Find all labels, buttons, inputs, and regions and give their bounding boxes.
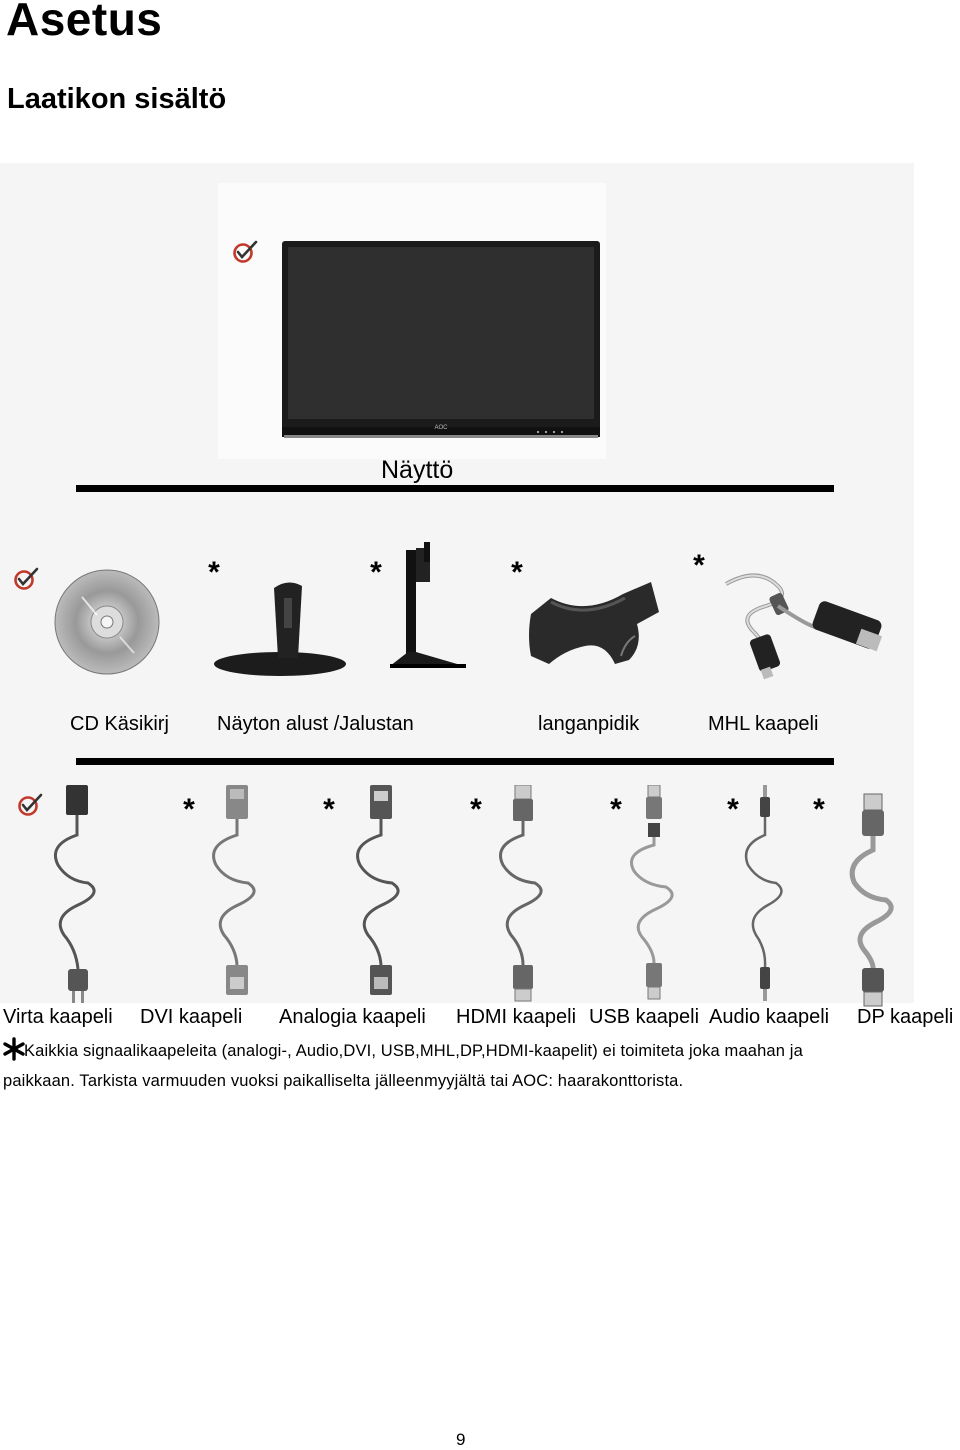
height-adjust-stand-image bbox=[390, 540, 470, 670]
asterisk-icon: * bbox=[688, 553, 710, 575]
usb-cable-label: USB kaapeli bbox=[589, 1006, 700, 1028]
svg-text:*: * bbox=[813, 797, 825, 819]
asterisk-icon: * bbox=[178, 797, 200, 819]
mhl-cable-label: MHL kaapeli bbox=[708, 713, 819, 735]
asterisk-icon: * bbox=[465, 797, 487, 819]
dp-cable-label: DP kaapeli bbox=[857, 1006, 954, 1028]
audio-cable-image bbox=[736, 785, 796, 1005]
asterisk-icon: * bbox=[808, 797, 830, 819]
cable-holder-image bbox=[525, 576, 665, 672]
svg-text:*: * bbox=[727, 797, 739, 819]
check-circle-icon bbox=[232, 240, 258, 264]
page-number: 9 bbox=[456, 1430, 466, 1449]
monitor-logo: AOC bbox=[434, 425, 448, 431]
svg-text:*: * bbox=[511, 560, 523, 582]
cd-manual-label: CD Käsikirj bbox=[70, 713, 169, 735]
section-title: Laatikon sisältö bbox=[7, 83, 227, 115]
divider bbox=[76, 485, 834, 492]
divider bbox=[76, 758, 834, 765]
power-cable-label: Virta kaapeli bbox=[3, 1006, 113, 1028]
asterisk-icon: * bbox=[318, 797, 340, 819]
cd-disc-image bbox=[52, 567, 162, 677]
dvi-cable-label: DVI kaapeli bbox=[140, 1006, 243, 1028]
note-text-line-1: Kaikkia signaalikaapeleita (analogi-, Au… bbox=[24, 1042, 803, 1060]
svg-text:*: * bbox=[183, 797, 195, 819]
monitor-label: Näyttö bbox=[381, 456, 454, 484]
check-circle-icon bbox=[13, 567, 39, 591]
svg-text:*: * bbox=[208, 560, 220, 582]
cable-holder-label: langanpidik bbox=[538, 713, 640, 735]
asterisk-icon: * bbox=[365, 560, 387, 582]
analog-cable-image bbox=[340, 785, 420, 1005]
stand-base-image bbox=[212, 578, 348, 678]
audio-cable-label: Audio kaapeli bbox=[709, 1006, 830, 1028]
hdmi-cable-image bbox=[483, 785, 563, 1005]
dp-cable-image bbox=[838, 790, 908, 1010]
mhl-cable-image bbox=[718, 566, 890, 690]
stand-label: Näyton alust /Jalustan bbox=[217, 713, 414, 735]
dvi-cable-image bbox=[196, 785, 276, 1005]
page-title: Asetus bbox=[6, 0, 163, 45]
svg-text:*: * bbox=[323, 797, 335, 819]
power-cable-image bbox=[38, 785, 118, 1005]
analog-cable-label: Analogia kaapeli bbox=[279, 1006, 426, 1028]
asterisk-icon bbox=[2, 1037, 26, 1061]
check-circle-icon bbox=[17, 793, 43, 817]
usb-cable-image bbox=[614, 785, 694, 1005]
asterisk-icon: * bbox=[722, 797, 744, 819]
asterisk-icon: * bbox=[506, 560, 528, 582]
note-text-line-2: paikkaan. Tarkista varmuuden vuoksi paik… bbox=[3, 1072, 684, 1090]
asterisk-icon: * bbox=[605, 797, 627, 819]
asterisk-icon: * bbox=[203, 560, 225, 582]
svg-text:*: * bbox=[370, 560, 382, 582]
svg-text:*: * bbox=[470, 797, 482, 819]
hdmi-cable-label: HDMI kaapeli bbox=[456, 1006, 577, 1028]
svg-text:*: * bbox=[610, 797, 622, 819]
svg-text:*: * bbox=[693, 553, 705, 575]
monitor-image: AOC bbox=[282, 241, 600, 441]
